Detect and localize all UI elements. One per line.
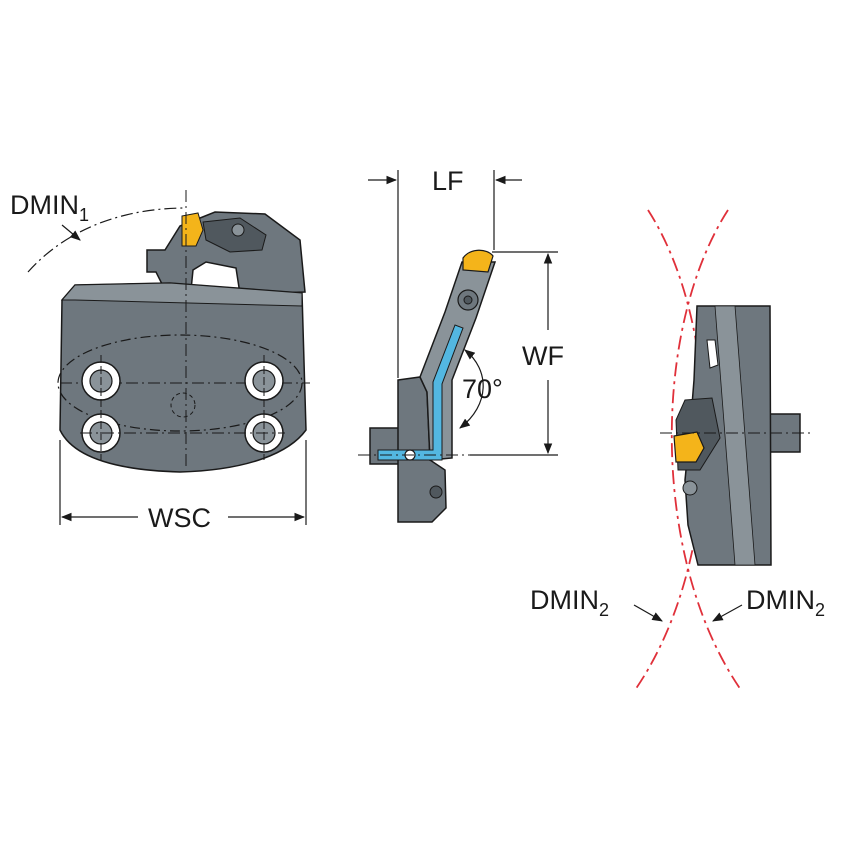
angle-label: 70°: [462, 374, 503, 404]
dmin1-label: DMIN1: [10, 190, 89, 225]
coolant-channel: [377, 324, 464, 461]
front-view: [27, 190, 310, 525]
front-insert: [181, 212, 204, 247]
dmin2-circle-right: [670, 209, 742, 691]
wsc-label: WSC: [148, 503, 211, 533]
side-arm: [419, 261, 497, 461]
rear-view: [633, 209, 812, 691]
side-insert: [462, 249, 494, 273]
side-view: [358, 170, 558, 523]
wf-label: WF: [522, 341, 564, 371]
lf-label: LF: [432, 166, 464, 196]
front-main-body: [59, 282, 307, 473]
dmin2-left-label: DMIN2: [530, 585, 609, 620]
dmin2-right-label: DMIN2: [746, 585, 825, 620]
